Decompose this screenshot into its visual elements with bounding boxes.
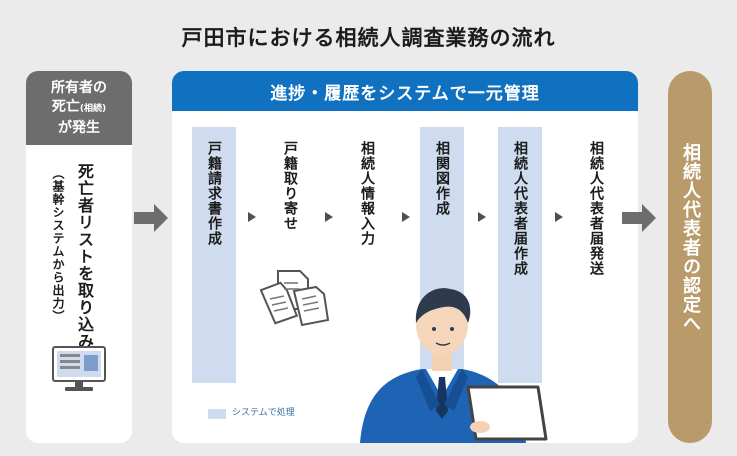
step-4-label: 相関図作成 (434, 141, 450, 216)
documents-icon (259, 270, 330, 327)
step-2-label: 戸籍取り寄せ (282, 141, 298, 231)
step-arrow-2 (325, 212, 333, 222)
step-highlight-5 (498, 127, 542, 383)
system-management-header: 進捗・履歴をシステムで一元管理 (172, 71, 638, 111)
import-source-note: （基幹システムから出力） (51, 167, 65, 323)
death-occurrence-panel: 所有者の 死亡(相続) が発生 死亡者リストを取り込み （基幹システムから出力） (26, 71, 132, 443)
import-death-list-label: 死亡者リストを取り込み (75, 163, 94, 350)
heir-representative-panel: 相続人代表者の認定へ (668, 71, 712, 443)
header-line-3: が発生 (58, 119, 100, 136)
step-arrow-5 (555, 212, 563, 222)
step-arrow-3 (402, 212, 410, 222)
step-1-label: 戸籍請求書作成 (206, 141, 222, 246)
legend-system-swatch (208, 409, 226, 419)
flow-arrow-shaft-1 (134, 212, 154, 224)
step-3-label: 相続人情報入力 (359, 141, 375, 246)
step-arrow-1 (248, 212, 256, 222)
office-worker-laptop-icon (360, 288, 548, 443)
system-management-panel: 進捗・履歴をシステムで一元管理 戸籍請求書作成 戸籍取り寄せ 相続人情報入力 相… (172, 71, 638, 443)
legend-system-label: システムで処理 (232, 408, 295, 418)
step-6-label: 相続人代表者届発送 (588, 141, 604, 276)
heir-representative-label: 相続人代表者の認定へ (680, 143, 701, 333)
step-5-label: 相続人代表者届作成 (512, 141, 528, 276)
flow-arrow-head-2 (642, 204, 656, 232)
step-arrow-4 (478, 212, 486, 222)
header-line-1: 所有者の (51, 79, 107, 96)
death-occurrence-header: 所有者の 死亡(相続) が発生 (26, 71, 132, 145)
flow-arrow-shaft-2 (622, 212, 642, 224)
flow-arrow-head-1 (154, 204, 168, 232)
header-line-2: 死亡(相続) (51, 98, 107, 115)
computer-monitor-icon (52, 346, 106, 391)
step-highlight-1 (192, 127, 236, 383)
diagram-title: 戸田市における相続人調査業務の流れ (181, 26, 556, 50)
